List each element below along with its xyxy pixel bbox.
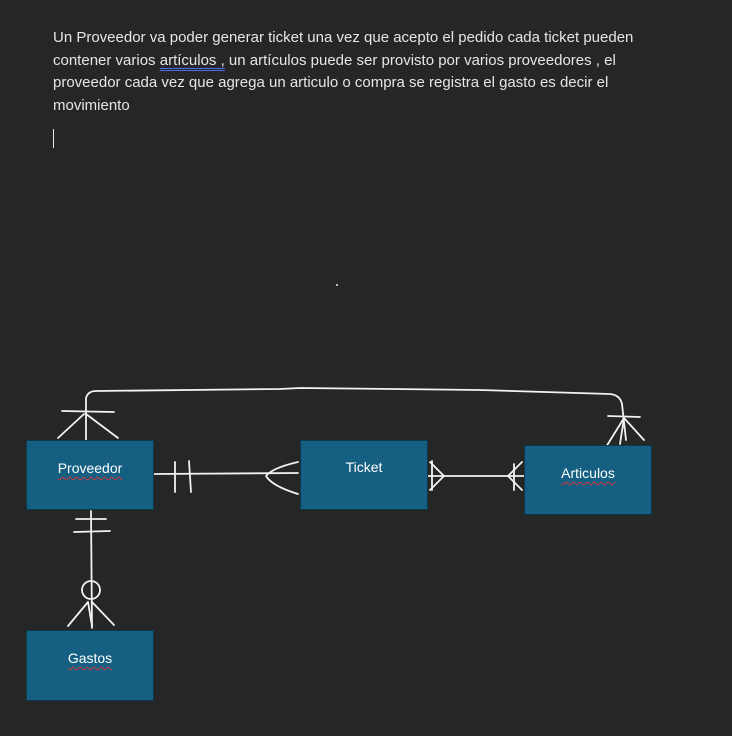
paragraph-text-1: Un Proveedor va poder generar ticket una… bbox=[53, 29, 634, 69]
ticket-left-crowfoot bbox=[265, 461, 299, 495]
proveedor-ticket-line bbox=[153, 472, 299, 475]
entity-proveedor-label: Proveedor bbox=[57, 460, 123, 476]
description-paragraph[interactable]: Un Proveedor va poder generar ticket una… bbox=[53, 27, 673, 118]
entity-articulos[interactable]: Articulos bbox=[524, 445, 652, 515]
top-connector-line bbox=[85, 387, 627, 441]
entity-articulos-label: Articulos bbox=[561, 465, 615, 481]
proveedor-top-crowfoot bbox=[57, 413, 119, 439]
stray-dot bbox=[336, 284, 338, 286]
entity-ticket-label: Ticket bbox=[345, 459, 383, 475]
paragraph-text-2: un artículos puede ser provisto por vari… bbox=[53, 51, 616, 115]
proveedor-gastos-bar-2 bbox=[73, 530, 111, 533]
proveedor-ticket-bar-2 bbox=[188, 460, 192, 493]
proveedor-gastos-line bbox=[90, 510, 93, 629]
entity-proveedor[interactable]: Proveedor bbox=[26, 440, 154, 510]
entity-gastos-label: Gastos bbox=[67, 650, 113, 666]
proveedor-top-bar bbox=[61, 410, 115, 413]
entity-ticket[interactable]: Ticket bbox=[300, 440, 428, 510]
text-cursor bbox=[53, 129, 54, 148]
articulos-left-crowfoot bbox=[507, 461, 523, 491]
entity-gastos[interactable]: Gastos bbox=[26, 630, 154, 701]
articulos-top-bar bbox=[607, 415, 641, 418]
articulos-top-crowfoot bbox=[605, 417, 645, 448]
ticket-right-crowfoot bbox=[429, 461, 445, 491]
grammar-flagged-word[interactable]: artículos , bbox=[159, 51, 225, 69]
gastos-zero-circle bbox=[81, 580, 101, 600]
gastos-crowfoot bbox=[67, 601, 115, 627]
